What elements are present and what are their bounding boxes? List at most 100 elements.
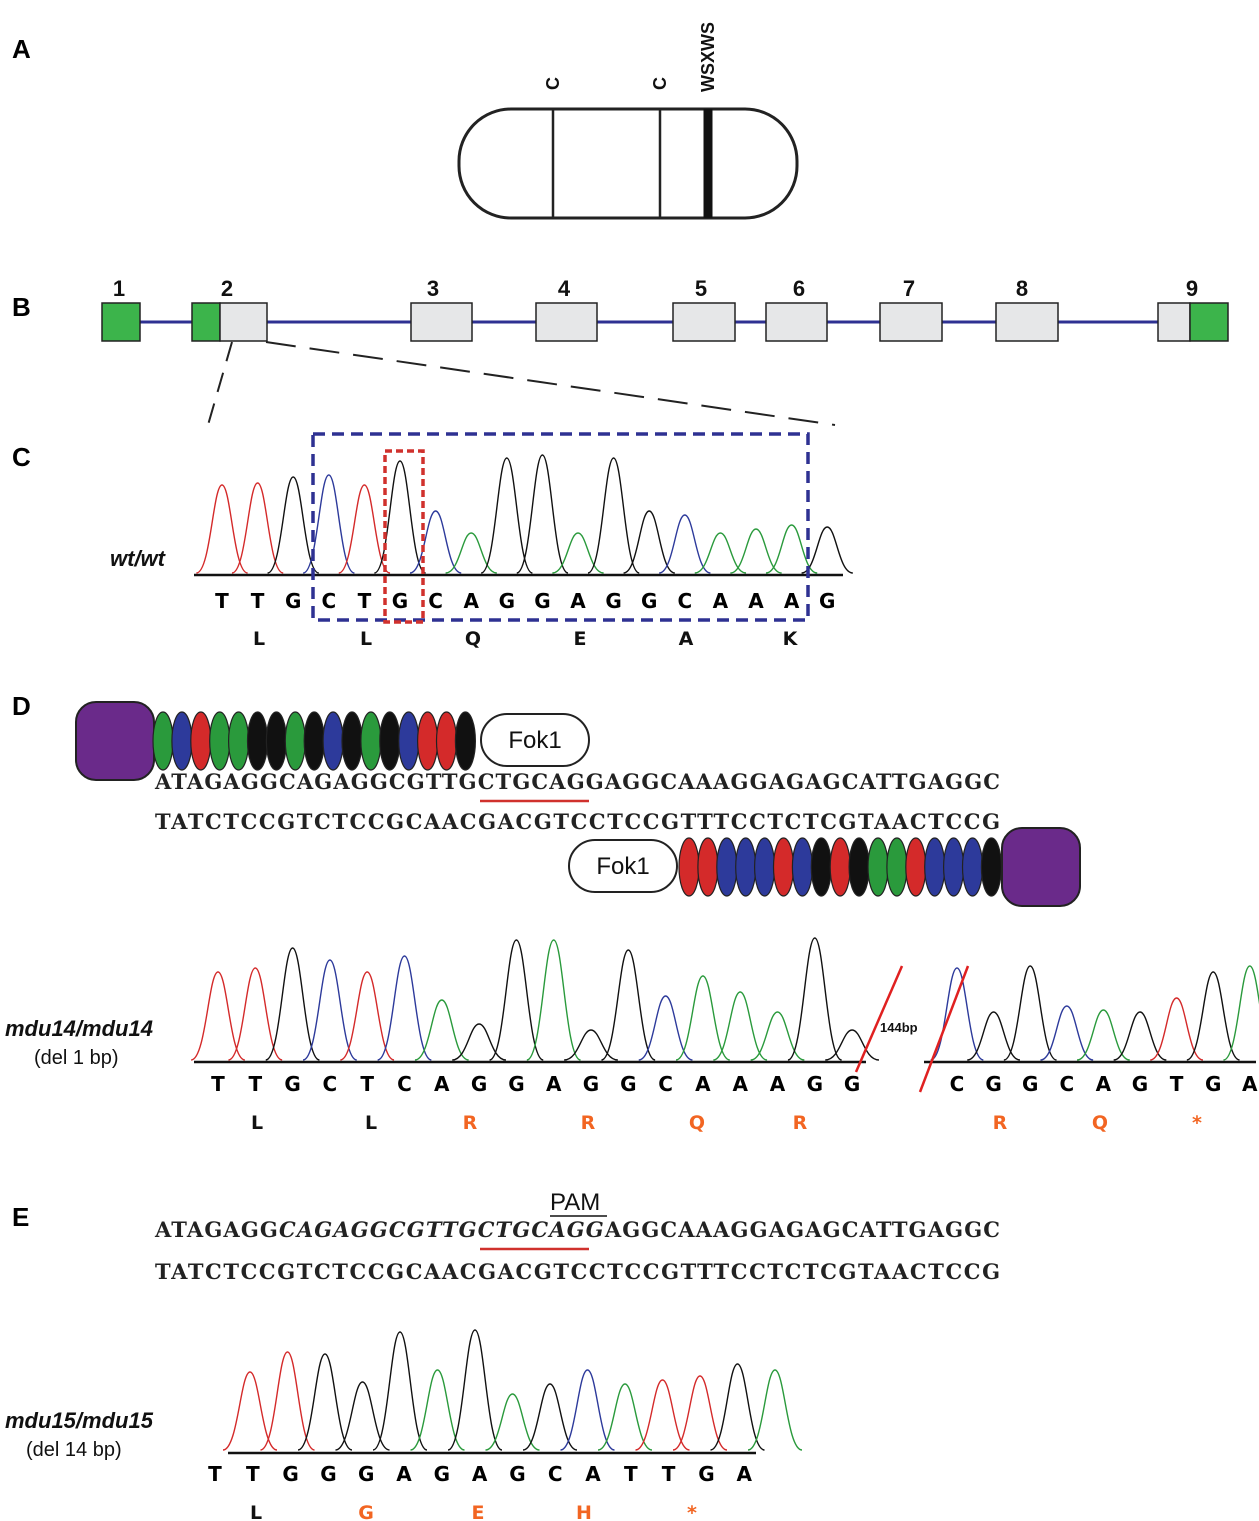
talen-left-anchor xyxy=(75,701,155,781)
talen-repeat-oval xyxy=(905,837,927,897)
exon-8: 8 xyxy=(995,276,1059,342)
base-letter: T xyxy=(1170,1072,1184,1096)
talen-right-anchor xyxy=(1001,827,1081,907)
base-letter: C xyxy=(658,1072,673,1096)
gap-slash-left xyxy=(854,965,904,1073)
chromatogram-peak xyxy=(447,1329,503,1451)
base-letter: G xyxy=(641,589,657,613)
gap-length-label: 144bp xyxy=(880,1020,918,1035)
genotype-wt-label: wt/wt xyxy=(110,546,167,571)
base-letter: A xyxy=(1096,1072,1112,1096)
base-letter: G xyxy=(819,589,835,613)
base-letter: T xyxy=(251,589,265,613)
chromatogram-peak xyxy=(638,995,693,1061)
exon-utr-block xyxy=(1189,302,1229,342)
fok1-right-label: Fok1 xyxy=(596,853,649,880)
chromatogram-peak xyxy=(489,939,544,1061)
talen-repeat-oval xyxy=(209,711,231,771)
talen-dna-bottom: TATCTCCGTCTCCGCAACGACGTCCTCCGTTTCCTCTCGT… xyxy=(155,809,1000,834)
exon-number: 8 xyxy=(1016,276,1028,301)
base-letter: A xyxy=(570,589,586,613)
chromatogram-peak xyxy=(601,949,656,1061)
base-letter: G xyxy=(509,1462,525,1486)
fok1-right: Fok1 xyxy=(568,839,678,893)
base-letter: T xyxy=(662,1462,676,1486)
base-letter: A xyxy=(732,1072,748,1096)
panel-label-e: E xyxy=(12,1202,29,1232)
cysteine-label-2: C xyxy=(650,77,670,90)
base-letter: G xyxy=(583,1072,599,1096)
talen-repeat-oval xyxy=(417,711,439,771)
exon-cds-block xyxy=(672,302,736,342)
amino-acid: Q xyxy=(1092,1112,1108,1134)
amino-acid: Q xyxy=(465,628,481,650)
talen-left-arm xyxy=(75,701,476,781)
chromatogram-wt xyxy=(196,454,854,574)
talen-repeat-oval xyxy=(735,837,757,897)
base-letter: C xyxy=(1059,1072,1074,1096)
talen-repeat-oval xyxy=(246,711,269,771)
pam-label: PAM xyxy=(550,1189,600,1216)
chromatogram-peak xyxy=(672,1375,728,1451)
base-letter: G xyxy=(508,1072,524,1096)
mutation-mdu15-label: (del 14 bp) xyxy=(26,1439,122,1461)
zoom-lines xyxy=(207,341,836,426)
chromatogram-peak xyxy=(675,975,731,1061)
chromatogram-peak xyxy=(710,1363,765,1451)
chromatogram-peak xyxy=(1113,1011,1167,1061)
base-letter: A xyxy=(396,1462,412,1486)
chromatogram-peak xyxy=(747,1369,803,1451)
amino-acid: L xyxy=(250,1502,262,1521)
base-letter: G xyxy=(471,1072,487,1096)
chromatogram-peak xyxy=(787,937,842,1061)
amino-acid: R xyxy=(581,1112,596,1134)
chromatogram-peak xyxy=(335,1381,390,1451)
chromatogram-mdu14-left xyxy=(190,937,880,1061)
chromatogram-peak xyxy=(1150,997,1204,1061)
receptor-body xyxy=(457,107,799,220)
exon-utr-block xyxy=(191,302,221,342)
exon-cds-block xyxy=(995,302,1059,342)
base-letter: G xyxy=(285,589,301,613)
talen-repeat-oval xyxy=(829,837,851,897)
fok1-left: Fok1 xyxy=(480,713,590,767)
chromatogram-peak xyxy=(340,971,395,1061)
base-letter: G xyxy=(499,589,515,613)
chromatogram-peak xyxy=(410,1369,465,1451)
talen-repeat-oval xyxy=(753,837,776,897)
chromatogram-peak xyxy=(522,1383,578,1451)
talen-repeat-oval xyxy=(341,711,363,771)
fok1-right-shape xyxy=(568,839,678,893)
fok1-left-shape xyxy=(480,713,590,767)
amino-acid: R xyxy=(793,1112,808,1134)
talen-repeat-oval xyxy=(360,711,382,771)
base-letter: C xyxy=(428,589,443,613)
talen-dna-top: ATAGAGGCAGAGGCGTTGCTGCAGGAGGCAAAGGAGAGCA… xyxy=(154,769,1000,794)
talen-repeat-oval xyxy=(867,837,889,897)
exon-4: 4 xyxy=(535,276,598,342)
fok1-left-label: Fok1 xyxy=(508,727,561,754)
panel-label-d: D xyxy=(12,691,31,721)
crispr-dna-top-pre: ATAGAGG xyxy=(154,1217,278,1242)
exon-number: 3 xyxy=(427,276,439,301)
talen-repeat-oval xyxy=(772,837,795,897)
genotype-mdu14-label: mdu14/mdu14 xyxy=(5,1016,153,1041)
base-letter: A xyxy=(713,589,729,613)
talen-repeat-oval xyxy=(942,837,965,897)
base-letter: A xyxy=(736,1462,752,1486)
amino-acid: L xyxy=(251,1112,263,1134)
talen-repeat-oval xyxy=(265,711,287,771)
exon-number: 2 xyxy=(221,276,233,301)
talen-repeat-oval xyxy=(791,837,814,897)
chromatogram-peak xyxy=(1186,971,1240,1061)
base-letter: T xyxy=(248,1072,262,1096)
chromatogram-mdu15 xyxy=(222,1329,803,1451)
chromatogram-mdu14-right xyxy=(930,965,1259,1061)
exon-cds-block xyxy=(1157,302,1191,342)
base-letter: G xyxy=(698,1462,714,1486)
chromatogram-peak xyxy=(658,514,711,574)
chromatogram-peak xyxy=(694,532,747,574)
